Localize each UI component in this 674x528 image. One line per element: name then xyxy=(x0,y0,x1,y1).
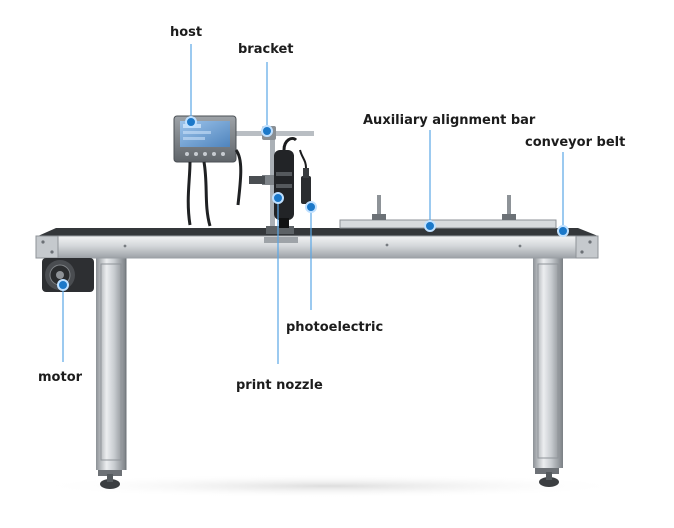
markers xyxy=(58,117,568,290)
left-leg xyxy=(96,258,126,489)
bracket-label: bracket xyxy=(238,42,294,57)
host-marker xyxy=(186,117,196,127)
photoelectric-part xyxy=(300,150,311,204)
motor-label: motor xyxy=(38,370,82,385)
auxiliary-alignment-bar-label: Auxiliary alignment bar xyxy=(363,113,535,128)
auxiliary-marker xyxy=(425,221,435,231)
conveyor-frame xyxy=(36,228,598,258)
auxiliary-alignment-bar-part xyxy=(340,195,556,228)
conveyor-belt-label: conveyor belt xyxy=(525,135,625,150)
conveyor-marker xyxy=(558,226,568,236)
photoelectric-label: photoelectric xyxy=(286,320,383,335)
nozzle-marker xyxy=(273,193,283,203)
print-nozzle-label: print nozzle xyxy=(236,378,323,393)
host-label: host xyxy=(170,25,202,40)
photoelectric-marker xyxy=(306,202,316,212)
motor-marker xyxy=(58,280,68,290)
floor-shadow xyxy=(30,474,630,498)
bracket-marker xyxy=(262,126,272,136)
host-part xyxy=(174,116,241,226)
print-nozzle-part xyxy=(274,138,296,228)
right-leg xyxy=(533,258,563,487)
